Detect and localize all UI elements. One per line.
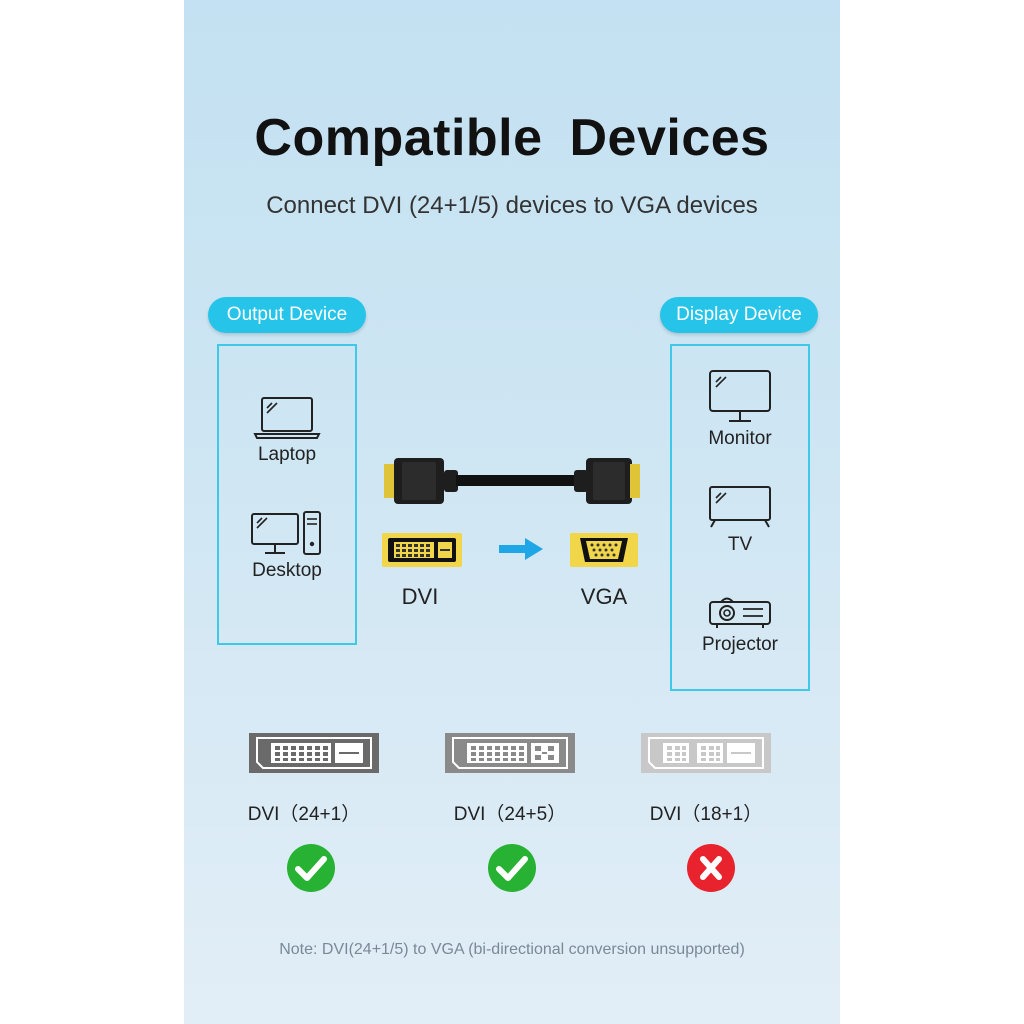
device-tv: TV [670, 484, 810, 556]
dvi-type-label: DVI（24+5） [453, 804, 567, 825]
device-label: Projector [701, 634, 779, 655]
cable-line [456, 475, 576, 486]
desktop-icon [251, 511, 321, 555]
device-laptop: Laptop [217, 396, 357, 466]
display-device-pill: Display Device [660, 297, 818, 333]
check-icon [287, 844, 335, 892]
device-label: TV [727, 534, 753, 555]
display-device-box [670, 344, 810, 691]
dvi-type-label: DVI（18+1） [649, 804, 763, 825]
vga-connector-icon [570, 533, 638, 567]
dvi-label: DVI [401, 584, 439, 609]
page-subtitle: Connect DVI (24+1/5) devices to VGA devi… [266, 192, 758, 219]
dvi-connector-icon [382, 533, 462, 567]
laptop-icon [253, 397, 321, 439]
device-label: Laptop [257, 444, 317, 465]
dvi-24-1-connector-icon [249, 733, 379, 773]
output-device-pill: Output Device [208, 297, 366, 333]
dvi-type-label: DVI（24+1） [247, 804, 361, 825]
dvi-18-1-connector-icon [641, 733, 771, 773]
dvi-24-5-connector-icon [445, 733, 575, 773]
cross-icon [687, 844, 735, 892]
output-device-box [217, 344, 357, 645]
device-label: Desktop [252, 560, 322, 581]
arrow-right-icon [499, 538, 543, 560]
device-label: Monitor [708, 428, 772, 449]
projector-icon [709, 597, 771, 628]
vga-label: VGA [580, 584, 628, 609]
device-desktop: Desktop [217, 510, 357, 582]
device-projector: Projector [670, 594, 810, 656]
footnote: Note: DVI(24+1/5) to VGA (bi-directional… [279, 941, 745, 958]
device-monitor: Monitor [670, 368, 810, 450]
monitor-icon [709, 370, 771, 422]
tv-icon [709, 486, 771, 528]
dvi-to-vga-cable [384, 458, 640, 504]
vga-gold-plug-icon [630, 464, 640, 498]
dvi-gold-plug-icon [384, 464, 396, 498]
check-icon [488, 844, 536, 892]
page-title: Compatible Devices [254, 109, 770, 167]
